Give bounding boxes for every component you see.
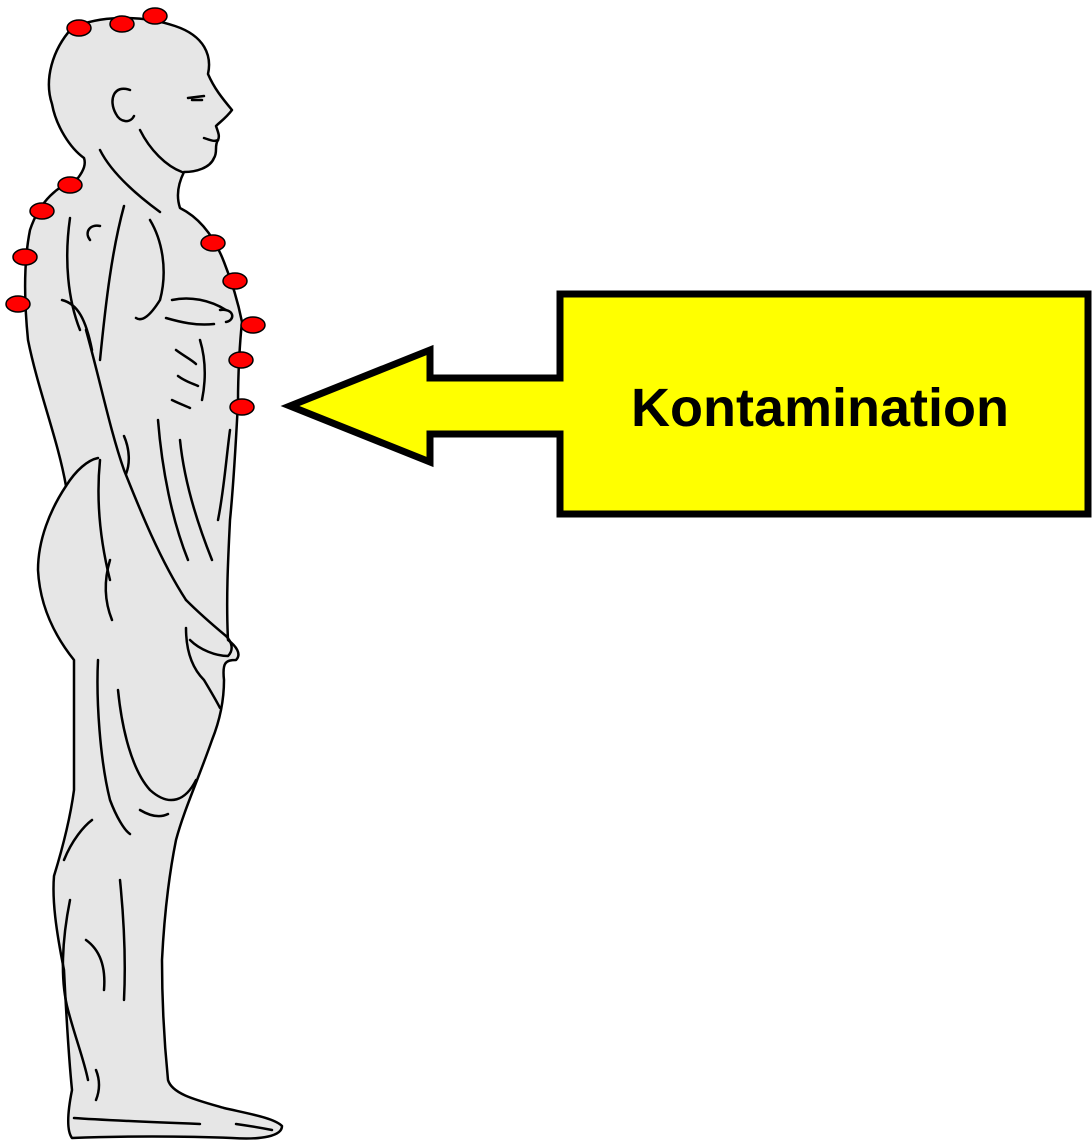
contamination-dot-11: [229, 352, 253, 368]
contamination-dot-5: [30, 203, 54, 219]
contamination-dot-12: [230, 399, 254, 415]
contamination-dot-2: [110, 16, 134, 32]
contamination-dot-4: [58, 177, 82, 193]
contamination-dot-9: [223, 273, 247, 289]
contamination-dot-1: [67, 20, 91, 36]
contamination-dot-8: [201, 235, 225, 251]
contamination-dot-10: [241, 317, 265, 333]
contamination-dot-7: [6, 296, 30, 312]
callout-label: Kontamination: [631, 378, 1009, 438]
contamination-dot-3: [143, 8, 167, 24]
callout-arrow: Kontamination: [290, 294, 1088, 514]
contamination-dot-6: [13, 249, 37, 265]
